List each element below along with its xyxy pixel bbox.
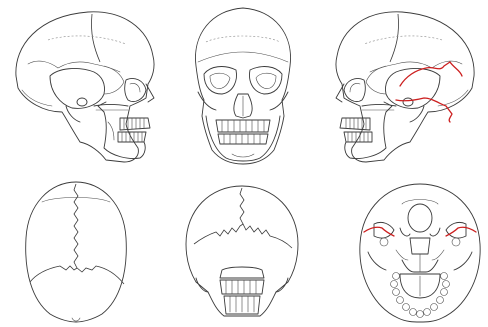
skull-lateral-fracture-view	[330, 6, 482, 166]
skull-lateral-fracture-drawing	[330, 6, 482, 166]
skull-posterior-drawing	[180, 182, 304, 322]
skull-frontal-view	[182, 4, 304, 168]
skull-superior-drawing	[22, 178, 130, 324]
skull-superior-view	[22, 178, 130, 324]
skull-lateral-drawing	[8, 6, 160, 166]
skull-frontal-drawing	[182, 4, 304, 168]
skull-lateral-view	[8, 6, 160, 166]
skull-inferior-fracture-view	[356, 180, 484, 324]
skull-inferior-fracture-drawing	[356, 180, 484, 324]
skull-posterior-view	[180, 182, 304, 322]
